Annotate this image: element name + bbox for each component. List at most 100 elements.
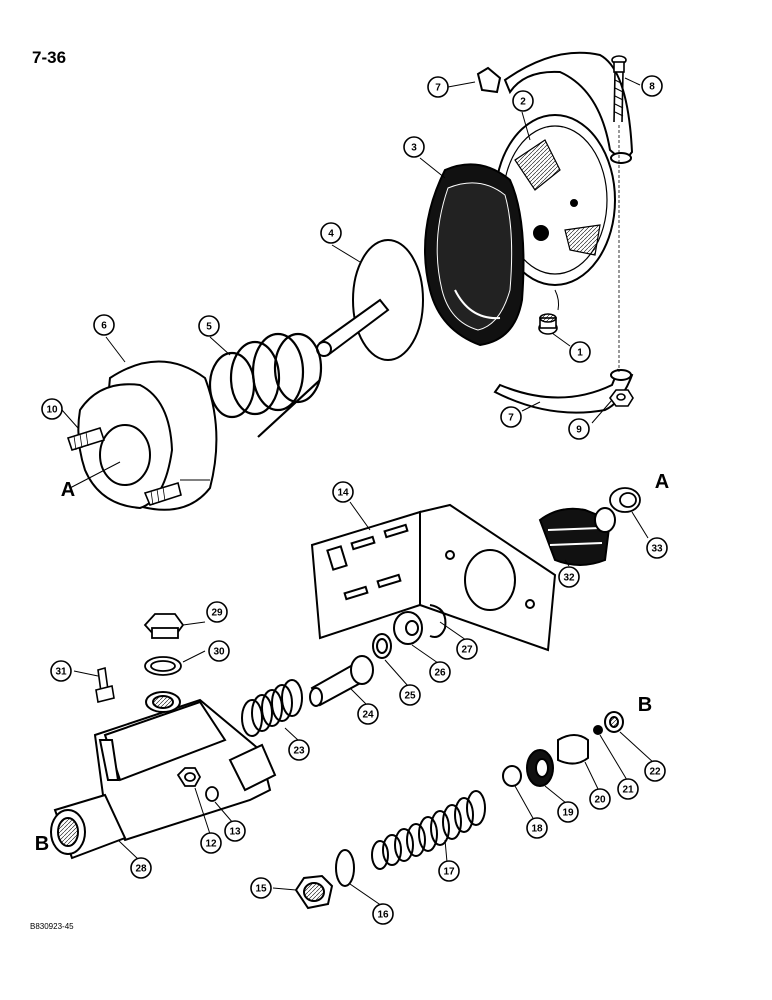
callout-circle <box>224 820 246 842</box>
callout-number: 7 <box>435 83 441 94</box>
callout-c24: 24 <box>357 703 379 725</box>
reference-letter-refA2: A <box>655 471 669 493</box>
reference-letters: A A B B <box>35 471 669 855</box>
clamp-ring-upper <box>476 51 634 164</box>
callout-circle <box>403 136 425 158</box>
reference-letter-refB1: B <box>35 833 49 855</box>
callout-circle <box>200 832 222 854</box>
callout-c27: 27 <box>456 638 478 660</box>
bleeder-screw <box>95 666 115 703</box>
callout-circle <box>557 801 579 823</box>
callout-c16: 16 <box>372 903 394 925</box>
reference-letter-refB2: B <box>638 694 652 716</box>
callout-c32: 32 <box>558 566 580 588</box>
callout-circle <box>617 778 639 800</box>
clamp-ring-lower <box>493 368 634 414</box>
callout-circle <box>130 857 152 879</box>
callout-number: 2 <box>520 97 526 108</box>
primary-spring <box>241 679 303 737</box>
callout-c5: 5 <box>198 315 220 337</box>
outlet-fitting <box>294 849 355 910</box>
callout-c29: 29 <box>206 601 228 623</box>
callout-number: 27 <box>461 645 473 656</box>
callout-circle <box>93 314 115 336</box>
callout-c13: 13 <box>224 820 246 842</box>
callout-circle <box>208 640 230 662</box>
callout-circle <box>41 398 63 420</box>
callout-c23: 23 <box>288 739 310 761</box>
callout-c7a: 7 <box>427 76 449 98</box>
callout-circle <box>250 877 272 899</box>
chamber-cover <box>77 360 218 511</box>
secondary-piston-parts <box>502 711 624 787</box>
boot-retainer <box>609 487 641 513</box>
callout-number: 4 <box>328 229 334 240</box>
callout-circle <box>646 537 668 559</box>
clamp-nut <box>609 389 634 407</box>
return-spring <box>208 332 323 438</box>
callout-c19: 19 <box>557 801 579 823</box>
clamp-bolt <box>611 55 627 372</box>
callout-number: 12 <box>205 839 217 850</box>
callout-number: 19 <box>562 808 574 819</box>
callout-c8: 8 <box>641 75 663 97</box>
callout-c10: 10 <box>41 398 63 420</box>
callout-number: 5 <box>206 322 212 333</box>
callout-c20: 20 <box>589 788 611 810</box>
callout-c18: 18 <box>526 817 548 839</box>
callout-c12: 12 <box>200 832 222 854</box>
callout-circle <box>512 90 534 112</box>
callout-circle <box>438 860 460 882</box>
callout-number: 14 <box>337 488 349 499</box>
callout-number: 16 <box>377 910 389 921</box>
callout-number: 9 <box>576 425 582 436</box>
callout-number: 24 <box>362 710 374 721</box>
callout-circle <box>320 222 342 244</box>
callout-circle <box>589 788 611 810</box>
callout-circle <box>500 406 522 428</box>
callout-circle <box>569 341 591 363</box>
callout-c1: 1 <box>569 341 591 363</box>
mounting-studs <box>66 427 182 506</box>
callout-number: 30 <box>213 647 225 658</box>
leader-ref-a-upper <box>69 461 121 489</box>
callout-c4: 4 <box>320 222 342 244</box>
callout-number: 26 <box>434 668 446 679</box>
dust-boot <box>538 507 616 566</box>
callout-number: 13 <box>229 827 241 838</box>
callout-c31: 31 <box>50 660 72 682</box>
callout-number: 17 <box>443 867 455 878</box>
callout-number: 15 <box>255 884 267 895</box>
callout-number: 25 <box>404 691 416 702</box>
figure-code: B830923-45 <box>30 922 74 931</box>
callout-c21: 21 <box>617 778 639 800</box>
callout-c25: 25 <box>399 684 421 706</box>
callout-c30: 30 <box>208 640 230 662</box>
callout-circle <box>456 638 478 660</box>
callout-number: 18 <box>531 824 543 835</box>
callout-c15: 15 <box>250 877 272 899</box>
callout-circle <box>288 739 310 761</box>
reference-letter-refA1: A <box>61 479 75 501</box>
callout-circle <box>644 760 666 782</box>
callout-circle <box>206 601 228 623</box>
callout-c2: 2 <box>512 90 534 112</box>
callout-circle <box>641 75 663 97</box>
callout-circle <box>429 661 451 683</box>
callout-number: 10 <box>46 405 58 416</box>
page-number: 7-36 <box>32 48 67 67</box>
diaphragm <box>424 163 525 347</box>
callout-c17: 17 <box>438 860 460 882</box>
callout-number: 23 <box>293 746 305 757</box>
callout-number: 22 <box>649 767 661 778</box>
callout-number: 32 <box>563 573 575 584</box>
callout-number: 3 <box>411 143 417 154</box>
reservoir-cap <box>143 613 185 676</box>
piston-seals <box>372 604 447 659</box>
callout-number: 33 <box>651 544 663 555</box>
callout-circle <box>357 703 379 725</box>
callout-circle <box>526 817 548 839</box>
callout-number: 21 <box>622 785 634 796</box>
